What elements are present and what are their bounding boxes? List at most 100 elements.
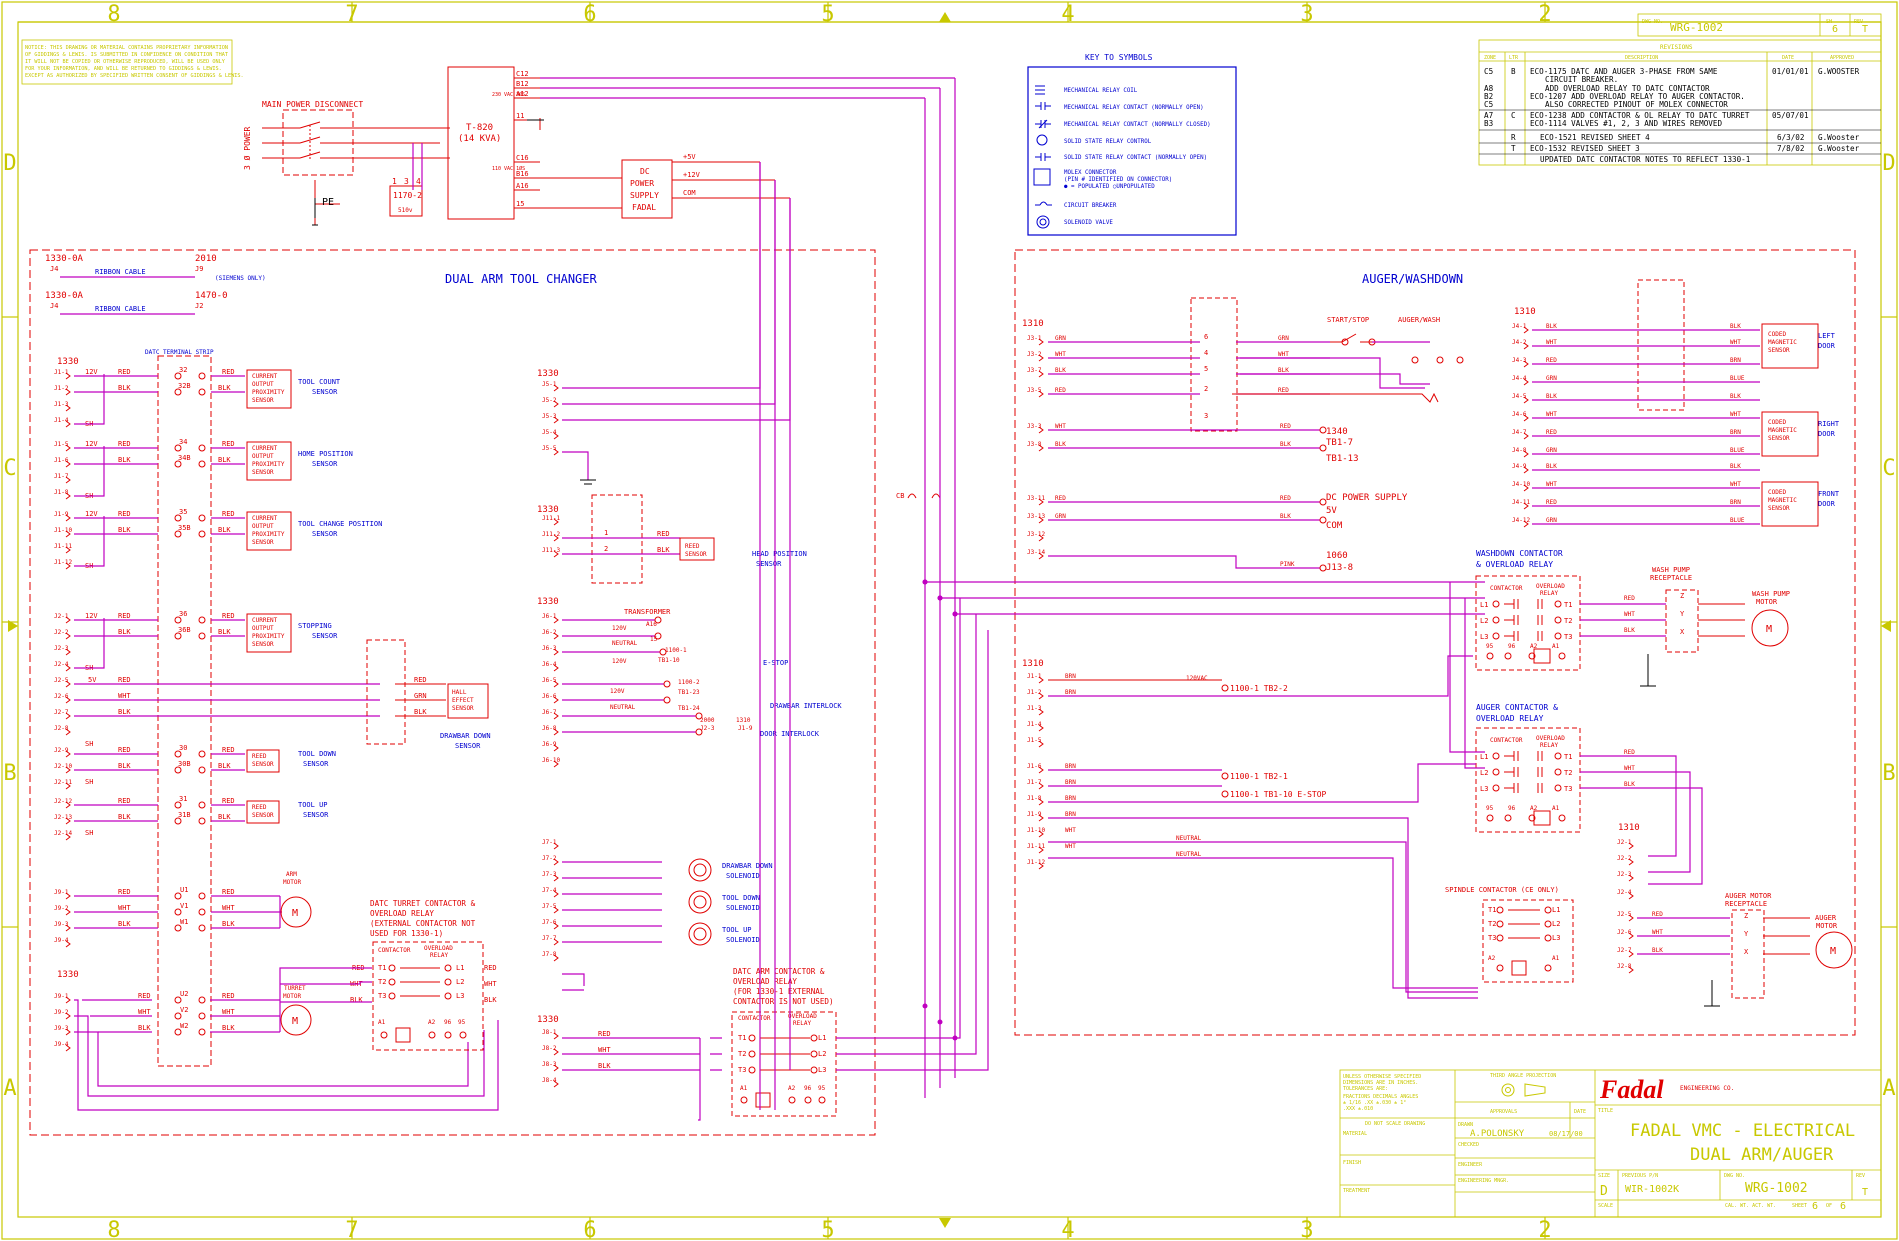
connector-pin: J9-2 [54, 905, 69, 912]
overload-header: RELAY [1540, 590, 1558, 597]
sensor-name: SENSOR [312, 530, 338, 538]
ribbon-cable-1: RIBBON CABLE [95, 268, 146, 276]
wire-label: BLK [1624, 781, 1635, 788]
wire [65, 680, 71, 688]
terminal [174, 996, 182, 1004]
terminal [444, 992, 452, 1000]
datc-section: DUAL ARM TOOL CHANGER 1330-0A J4 RIBBON … [29, 249, 876, 1136]
wire-label: RED [598, 1030, 611, 1038]
contactor-L: L3 [818, 1066, 826, 1074]
wire-label: BLK [118, 920, 131, 928]
component-box [1533, 810, 1551, 826]
terminal [174, 530, 182, 538]
connector-pin: J9-1 [54, 889, 69, 896]
wire-label: BLK [118, 456, 131, 464]
wire [1449, 582, 1485, 769]
connector-pin: J1-3 [1027, 705, 1042, 712]
connector-pin: J2-5 [54, 677, 69, 684]
turret-contactor-note: DATC TURRET CONTACTOR & [370, 899, 476, 908]
terminal [174, 1012, 182, 1020]
wire-label: GRN [1278, 335, 1289, 342]
contactor-T: T1 [738, 1034, 746, 1042]
hall-box-label: EFFECT [452, 697, 474, 704]
connector-pin: J1-2 [1027, 689, 1042, 696]
receptacle-pin: Z [1744, 912, 1748, 920]
component-box [246, 511, 292, 551]
contactor-L: L3 [1480, 633, 1488, 641]
wire [1523, 432, 1529, 440]
third-angle: THIRD ANGLE PROJECTION [1490, 1073, 1556, 1079]
wire [562, 893, 662, 911]
wire [1038, 782, 1044, 790]
dc-out-5v: +5V [683, 153, 696, 161]
dwg-no-label: DWG NO. [1642, 19, 1663, 25]
j9-pin: J9 [195, 265, 203, 273]
wire-label: WHT [1065, 827, 1076, 834]
vac-230: 230 VAC 3ØS [492, 91, 525, 98]
wire [698, 1038, 701, 1121]
wire-label: WHT [118, 692, 131, 700]
connector-pin: J1-10 [54, 527, 72, 534]
wire-label: BLK [118, 384, 131, 392]
motor-label: WASH PUMP [1752, 590, 1790, 598]
rev-header: ZONE [1484, 55, 1496, 61]
contactor-header: CONTACTOR [1490, 737, 1523, 744]
terminal [1558, 652, 1566, 660]
connector-pin: J6-10 [542, 757, 560, 764]
terminal [198, 817, 206, 825]
wire-label: BLK [1546, 393, 1557, 400]
wire-label: SH [85, 829, 93, 837]
terminal [198, 372, 206, 380]
wire [710, 1037, 722, 1071]
terminal [1486, 652, 1494, 660]
tap-3: 3 [404, 177, 409, 186]
wire [1038, 552, 1044, 560]
key-item: SOLID STATE RELAY CONTACT (NORMALLY OPEN… [1064, 155, 1207, 161]
wire-label: NEUTRAL [612, 640, 638, 647]
connector-pin: J3-5 [1027, 387, 1042, 394]
connector-pin: J3-11 [1027, 495, 1045, 502]
wire [65, 648, 71, 656]
terminal [693, 863, 707, 877]
sensor-name: SENSOR [312, 388, 338, 396]
aux-pin: A2 [1530, 643, 1538, 650]
wire [65, 892, 71, 900]
component-box [1637, 279, 1685, 411]
turret-contactor-note: USED FOR 1330-1) [370, 929, 443, 938]
connector-pin: J6-9 [542, 741, 557, 748]
terminal [1496, 934, 1504, 942]
fuse-voltage: 510v [398, 207, 413, 214]
terminal-num: 35B [178, 524, 191, 532]
zone-top-6: 6 [583, 2, 596, 27]
wire-label: BLK [218, 526, 231, 534]
turret-motor: M [292, 1016, 298, 1027]
datc-terminal-strip: DATC TERMINAL STRIP [145, 349, 214, 356]
connector-pin: J4-2 [1512, 339, 1527, 346]
rev-desc: CIRCUIT BREAKER. [1545, 75, 1618, 84]
connector-pin: J2-10 [54, 763, 72, 770]
wire [65, 444, 71, 452]
terminal [198, 530, 206, 538]
wire-label: BLK [1730, 323, 1741, 330]
rev-ltr: C [1511, 111, 1516, 120]
fadal-logo-sub: ENGINEERING CO. [1680, 1085, 1734, 1092]
component-box [1475, 727, 1581, 833]
sensor-name: SENSOR [312, 632, 338, 640]
door-label: DOOR [1818, 500, 1836, 508]
terminal-num: 31 [179, 795, 187, 803]
component-box [1511, 960, 1527, 976]
connector-pin: J2-2 [1617, 855, 1632, 862]
component-box [755, 1092, 771, 1108]
wire [553, 890, 559, 898]
wire-label: WHT [1065, 843, 1076, 850]
wire-label: BLK [218, 813, 231, 821]
notice-line: FOR YOUR INFORMATION, AND WILL BE RETURN… [25, 66, 222, 72]
wire [1628, 950, 1634, 958]
wire [836, 630, 989, 1071]
wire [562, 180, 776, 405]
zone-bottom-6: 6 [583, 1218, 596, 1241]
terminal [1319, 498, 1327, 506]
coded-sensor-label: MAGNETIC [1768, 339, 1797, 346]
wire [1038, 498, 1044, 506]
scale-label: SCALE [1598, 1203, 1613, 1209]
